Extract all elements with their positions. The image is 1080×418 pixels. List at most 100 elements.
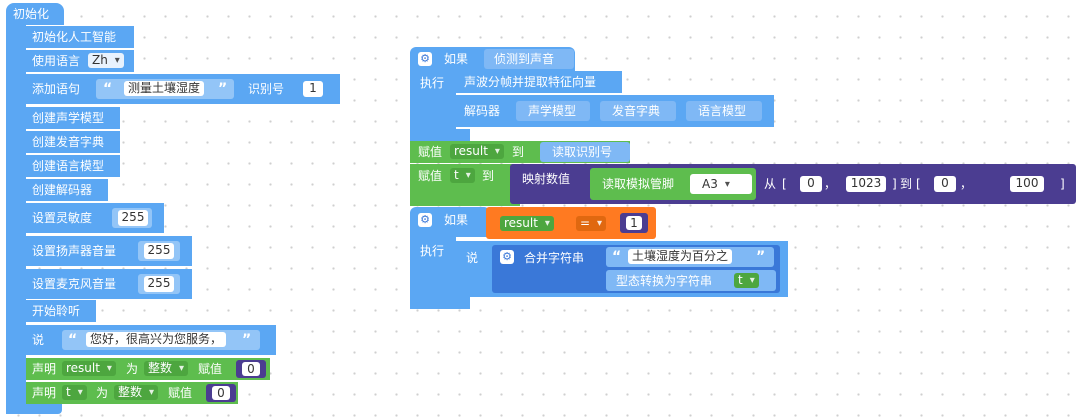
create-pron-label: 创建发音字典 [32,135,105,149]
pin-dropdown[interactable]: A3 [698,177,734,192]
language-model-block[interactable]: 语言模型 [686,101,762,121]
to-close-bracket: ] [1060,177,1065,191]
join-string-block[interactable]: ⚙ 合并字符串 “ 土壤湿度为百分之 ” 型态转换为字符串 t [492,245,780,293]
close-quote-icon: ” [218,81,228,97]
declare-t-block[interactable]: 声明 t 为 整数 赋值 0 [26,382,238,404]
say-text[interactable]: 您好，很高兴为您服务， [86,332,227,347]
t-variable-dropdown[interactable]: t [450,168,475,183]
say-join-block[interactable]: 说 ⚙ 合并字符串 “ 土壤湿度为百分之 ” 型态转换为字符串 t [456,241,788,297]
if-label: 如果 [444,52,469,66]
assign-label: 赋值 [168,386,193,400]
to-string-variable[interactable]: t [734,273,759,288]
type-value: 整数 [118,385,143,399]
init-hat-label: 初始化 [13,7,50,21]
type-dropdown[interactable]: 整数 [144,361,189,376]
create-decoder-block[interactable]: 创建解码器 [26,179,108,201]
if-detect-bottom [410,129,470,141]
create-acoustic-block[interactable]: 创建声学模型 [26,107,120,129]
create-decoder-label: 创建解码器 [32,183,93,197]
id-label: 识别号 [248,82,285,96]
gear-icon[interactable]: ⚙ [418,213,432,227]
phrase-text[interactable]: 测量土壤湿度 [124,81,205,96]
start-listen-block[interactable]: 开始聆听 [26,300,96,322]
to-high-value[interactable]: 100 [1010,176,1044,192]
if-detect-block[interactable]: ⚙ 如果 侦测到声音 [410,47,575,71]
language-model-label: 语言模型 [698,104,747,118]
from-high-value[interactable]: 1023 [846,176,886,192]
operator-dropdown[interactable]: = [576,216,607,231]
result-variable-name: result [66,361,100,375]
compare-block[interactable]: result = 1 [486,207,656,239]
set-mic-volume-block[interactable]: 设置麦克风音量 255 [26,269,192,299]
frame-features-block[interactable]: 声波分帧并提取特征向量 [456,71,622,93]
operator-value: = [580,216,591,230]
decoder-block[interactable]: 解码器 声学模型 发音字典 语言模型 [456,95,774,127]
pronunciation-dict-label: 发音字典 [612,104,661,118]
acoustic-model-block[interactable]: 声学模型 [516,101,590,121]
result-variable-dropdown[interactable]: result [450,144,504,159]
sensitivity-value[interactable]: 255 [118,210,148,226]
read-analog-block[interactable]: 读取模拟管脚 A3 [590,168,756,200]
declare-label: 声明 [32,362,57,376]
say-label: 说 [32,333,45,347]
result-initial-value[interactable]: 0 [242,362,260,376]
read-id-block[interactable]: 读取识别号 [540,142,630,162]
init-ai-block[interactable]: 初始化人工智能 [26,26,134,48]
as-label: 为 [126,362,139,376]
init-stack-bottom [6,402,62,414]
to-label: 到 [482,169,495,183]
assign-result-block[interactable]: 赋值 result 到 读取识别号 [410,141,630,163]
to-low-value[interactable]: 0 [934,176,956,192]
if-result-block[interactable]: ⚙ 如果 [410,207,490,237]
add-phrase-block[interactable]: 添加语句 “ 测量土壤湿度 ” 识别号 1 [26,74,340,104]
if-label: 如果 [444,213,469,227]
set-sensitivity-block[interactable]: 设置灵敏度 255 [26,203,164,233]
open-quote-icon: “ [612,249,622,265]
humidity-string-block[interactable]: “ 土壤湿度为百分之 ” [606,247,774,267]
language-dropdown[interactable]: Zh [88,53,124,68]
create-lang-block[interactable]: 创建语言模型 [26,155,120,177]
compare-value[interactable]: 1 [626,216,642,230]
say-label: 说 [466,251,479,265]
humidity-text[interactable]: 土壤湿度为百分之 [628,249,733,264]
speaker-volume-value[interactable]: 255 [144,243,174,259]
id-value-field[interactable]: 1 [303,81,323,97]
gear-icon[interactable]: ⚙ [418,52,432,66]
add-phrase-label: 添加语句 [32,82,81,96]
to-string-block[interactable]: 型态转换为字符串 t [606,270,776,291]
phrase-string-block[interactable]: “ 测量土壤湿度 ” [96,79,234,99]
result-variable-name: result [454,144,488,158]
create-pron-block[interactable]: 创建发音字典 [26,131,120,153]
mic-volume-value[interactable]: 255 [144,276,174,292]
t-initial-value[interactable]: 0 [212,386,230,400]
set-speaker-volume-block[interactable]: 设置扬声器音量 255 [26,236,192,266]
gear-icon[interactable]: ⚙ [500,250,514,264]
from-low-value[interactable]: 0 [800,176,822,192]
start-listen-label: 开始聆听 [32,304,81,318]
say-block[interactable]: 说 “ 您好，很高兴为您服务， ” [26,325,276,355]
say-string-block[interactable]: “ 您好，很高兴为您服务， ” [62,330,260,350]
declare-result-block[interactable]: 声明 result 为 整数 赋值 0 [26,358,270,380]
language-value: Zh [92,53,108,67]
result-variable-dropdown[interactable]: result [62,361,116,376]
frame-features-label: 声波分帧并提取特征向量 [464,75,597,89]
create-lang-label: 创建语言模型 [32,159,105,173]
use-language-block[interactable]: 使用语言 Zh [26,50,134,72]
use-language-label: 使用语言 [32,54,81,68]
init-ai-label: 初始化人工智能 [32,30,117,44]
from-comma: ， [824,177,837,191]
from-label: 从 [764,177,777,191]
compare-left-variable[interactable]: result [500,216,554,231]
assign-t-block[interactable]: 赋值 t 到 [410,164,520,206]
type-dropdown[interactable]: 整数 [114,385,159,400]
t-variable-dropdown[interactable]: t [62,385,87,400]
detect-sound-block[interactable]: 侦测到声音 [484,49,574,69]
init-hat-block[interactable]: 初始化 [6,3,64,25]
from-close-bracket: ] [892,177,897,191]
open-quote-icon: “ [103,81,113,97]
map-value-block[interactable]: 映射数值 读取模拟管脚 A3 从 [ 0 ， 1023 ] 到 [ 0 ， 10… [510,164,1076,204]
read-analog-label: 读取模拟管脚 [602,177,675,191]
to-string-label: 型态转换为字符串 [616,274,713,288]
to-range-label: 到 [900,177,913,191]
pronunciation-dict-block[interactable]: 发音字典 [600,101,676,121]
